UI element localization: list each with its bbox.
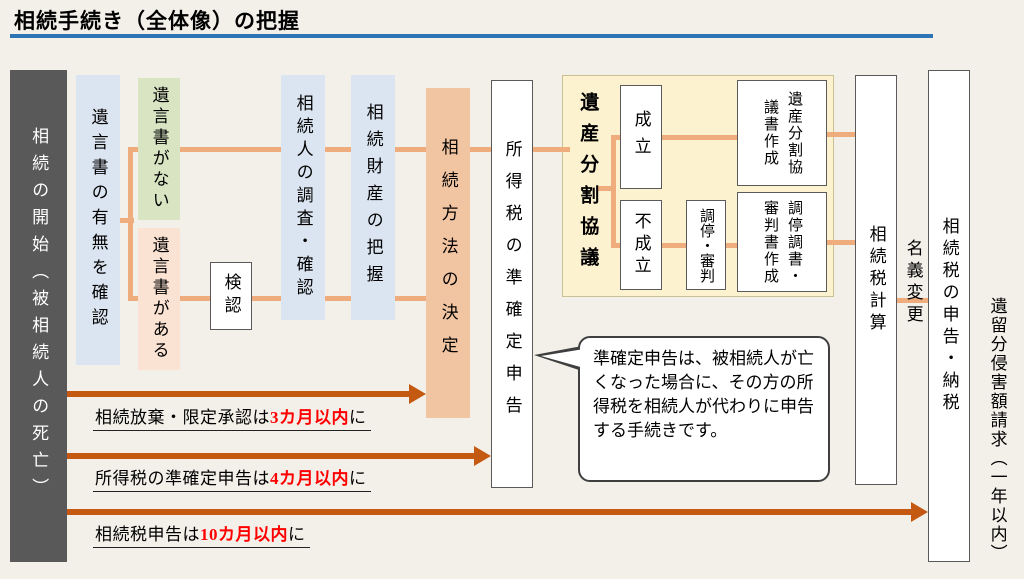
node-mediation: 調停・審判: [686, 200, 726, 290]
deadline-label-10months: 相続税申告は10カ月以内に: [93, 520, 310, 548]
connector-line: [662, 243, 686, 248]
node-iryubun-label: 遺留分侵害額請求（一年以内）: [987, 297, 1007, 563]
deadline-label-3months: 相続放棄・限定承認は3カ月以内に: [93, 403, 371, 431]
connector-line: [611, 135, 616, 248]
deadline-prefix: 相続税申告は: [95, 525, 200, 544]
node-method: 相続方法の決定: [426, 88, 470, 418]
deadline-term: 10カ月以内: [200, 525, 288, 544]
node-start-label: 相続の開始（被相続人の死亡）: [29, 127, 49, 505]
connector-line: [897, 298, 928, 303]
node-tax-filing: 相続税の申告・納税: [928, 70, 970, 562]
arrow-3months: [67, 391, 409, 397]
node-will-check-label: 遺言書の有無を確認: [88, 107, 108, 333]
node-probate: 検認: [210, 262, 252, 330]
node-has-will: 遺言書がある: [138, 228, 180, 370]
connector-line: [128, 147, 140, 152]
node-iryubun: 遺留分侵害額請求（一年以内）: [980, 284, 1014, 576]
node-has-will-label: 遺言書がある: [149, 236, 169, 362]
node-quasi-return-label: 所得税の準確定申告: [502, 140, 522, 428]
node-mediation-doc: 調停調書・審判書作成: [737, 192, 827, 292]
node-not-agreed-label: 不成立: [631, 212, 651, 278]
connector-line: [827, 132, 855, 137]
deadline-suffix: に: [288, 525, 306, 544]
node-name-change-label: 名義変更: [903, 239, 923, 327]
callout-tail-fill: [541, 349, 584, 368]
callout-text: 準確定申告は、被相続人が亡くなった場合に、その方の所得税を相続人が代わりに申告す…: [593, 349, 814, 441]
title-underline: [10, 34, 933, 38]
node-assets: 相続財産の把握: [351, 75, 395, 320]
arrow-10months-head: [911, 502, 928, 522]
node-agreement-doc-label: 遺産分割協議書作成: [762, 90, 802, 176]
arrow-4months-head: [474, 446, 491, 466]
node-quasi-return: 所得税の準確定申告: [491, 80, 533, 488]
node-mediation-label: 調停・審判: [698, 207, 714, 283]
deadline-prefix: 所得税の準確定申告は: [95, 469, 270, 488]
node-start: 相続の開始（被相続人の死亡）: [10, 70, 67, 562]
connector-line: [611, 135, 622, 140]
connector-line: [128, 147, 133, 301]
connector-line: [611, 243, 622, 248]
node-probate-label: 検認: [221, 273, 241, 319]
node-tax-calc: 相続税計算: [855, 75, 897, 485]
arrow-10months: [67, 509, 911, 515]
node-agreed: 成立: [620, 85, 662, 189]
deadline-label-4months: 所得税の準確定申告は4カ月以内に: [93, 464, 371, 492]
deadline-suffix: に: [349, 408, 367, 427]
callout-bubble: 準確定申告は、被相続人が亡くなった場合に、その方の所得税を相続人が代わりに申告す…: [578, 336, 830, 482]
node-assets-label: 相続財産の把握: [363, 103, 383, 292]
node-mediation-doc-label: 調停調書・審判書作成: [762, 199, 802, 285]
node-council: 遺産分割協議: [564, 80, 610, 290]
node-name-change: 名義変更: [899, 228, 927, 338]
node-not-agreed: 不成立: [620, 200, 662, 290]
connector-line: [662, 135, 737, 140]
connector-line: [726, 243, 737, 248]
connector-line: [598, 186, 616, 191]
deadline-suffix: に: [349, 469, 367, 488]
node-heirs: 相続人の調査・確認: [281, 75, 325, 320]
node-agreed-label: 成立: [631, 110, 651, 164]
page-title: 相続手続き（全体像）の把握: [14, 9, 300, 33]
node-no-will: 遺言書がない: [138, 78, 180, 220]
connector-line: [128, 296, 140, 301]
node-heirs-label: 相続人の調査・確認: [293, 94, 313, 301]
deadline-prefix: 相続放棄・限定承認は: [95, 408, 270, 427]
node-method-label: 相続方法の決定: [438, 137, 458, 369]
node-no-will-label: 遺言書がない: [149, 86, 169, 212]
deadline-term: 4カ月以内: [270, 469, 349, 488]
node-tax-filing-label: 相続税の申告・納税: [939, 217, 959, 415]
node-agreement-doc: 遺産分割協議書作成: [737, 80, 827, 186]
deadline-term: 3カ月以内: [270, 408, 349, 427]
node-tax-calc-label: 相続税計算: [866, 225, 886, 335]
arrow-4months: [67, 453, 474, 459]
node-will-check: 遺言書の有無を確認: [76, 75, 120, 365]
arrow-3months-head: [409, 384, 426, 404]
node-council-label: 遺産分割協議: [577, 92, 599, 278]
connector-line: [827, 240, 855, 245]
connector-line: [120, 218, 134, 223]
